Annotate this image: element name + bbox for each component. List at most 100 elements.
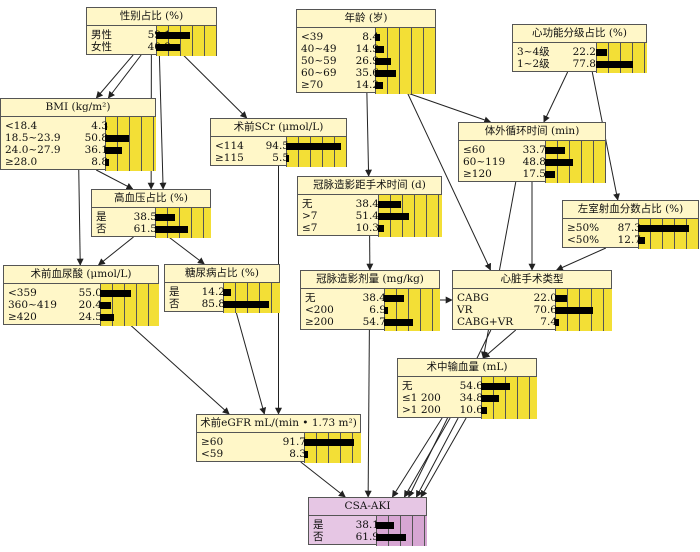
probability-bar [105,159,109,166]
state-probability: 94.5 [265,140,289,152]
state-label: >1 200 [402,404,441,416]
state-probability: 7.4 [540,316,557,328]
probability-panel [304,433,361,463]
node-title: 高血压占比 (%) [92,190,210,208]
node-title: 左室射血分数占比 (%) [563,201,698,219]
node-title: 术中输血量 (mL) [398,359,536,377]
state-probability: 51.4 [355,210,379,222]
edge-ua-to-egfr [130,324,230,415]
probability-bar [481,407,487,414]
state-probability: 14.2 [355,79,379,91]
state-label: <18.4 [5,120,38,132]
state-probability: 22.0 [533,292,557,304]
state-label: CABG+VR [457,316,514,328]
state-label: <200 [305,304,334,316]
state-label: ≤60 [463,144,486,156]
probability-panel [638,219,699,249]
probability-bar [481,383,510,390]
probability-bar [375,70,396,77]
state-row: 男性59.1 [87,29,216,41]
state-probability: 26.9 [355,55,379,67]
state-label: ≥420 [8,311,37,323]
probability-bar [105,123,107,130]
state-label: ≤7 [302,222,318,234]
state-label: ≤1 200 [402,392,441,404]
edge-lvef-to-surgery [555,247,607,271]
state-label: 女性 [91,41,112,53]
node-lvef[interactable]: 左室射血分数占比 (%)≥50%87.3<50%12.7 [562,200,699,249]
state-probability: 61.5 [133,223,157,235]
state-label: <39 [301,31,324,43]
state-label: 男性 [91,29,112,41]
edge-dm-to-egfr [235,311,267,415]
state-probability: 8.3 [289,448,306,460]
node-sex[interactable]: 性别占比 (%)男性59.1女性40.9 [86,7,217,56]
probability-bar [223,301,269,308]
state-label: ≥60 [201,436,224,448]
probability-bar [384,295,404,302]
node-title: 术前eGFR mL/(min • 1.73 m²) [197,415,360,433]
state-probability: 10.6 [459,404,483,416]
state-probability: 5.5 [272,152,289,164]
state-row: ≤7 10.3 [298,222,441,234]
probability-bar [375,34,380,41]
probability-bar [304,451,308,458]
probability-bar [555,295,567,302]
state-probability: 14.9 [355,43,379,55]
probability-panel [105,117,156,171]
state-probability: 14.2 [201,286,225,298]
probability-bar [555,319,559,326]
state-label: ≥115 [215,152,244,164]
state-label: 否 [313,531,324,543]
edge-bmi-to-ua [76,169,84,266]
edge-transfusion-to-aki [420,417,467,498]
node-title: BMI (kg/m²) [1,99,155,117]
state-probability: 22.2 [572,46,596,58]
edge-transfusion-to-aki [391,417,443,498]
edge-bmi-to-htn [96,169,134,190]
state-row: CABG+VR 7.4 [453,316,611,328]
state-probability: 10.3 [355,222,379,234]
state-probability: 61.9 [355,531,379,543]
edge-sex-to-scr [182,54,248,119]
probability-bar [545,147,565,154]
edge-surgery-to-transfusion [482,329,517,359]
state-probability: 85.8 [201,298,225,310]
edge-egfr-to-aki [300,461,346,498]
state-probability: 38.4 [362,292,386,304]
